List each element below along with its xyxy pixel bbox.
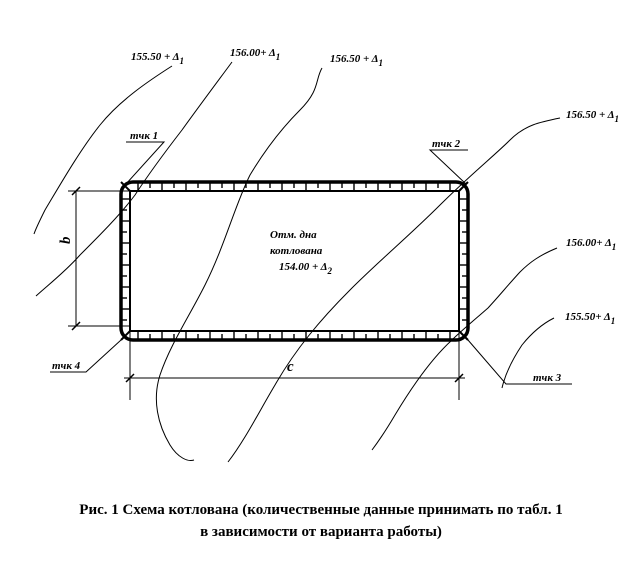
- corner-diagonal-4: [120, 330, 131, 341]
- contour-line-156-00-left: [35, 61, 233, 297]
- contour-line-155-50-right: [501, 317, 555, 389]
- leader-tchk-3: [467, 339, 572, 385]
- contour-line-156-50-right: [227, 117, 561, 463]
- corner-diagonal-3: [458, 330, 469, 341]
- leader-tchk-2: [428, 149, 468, 185]
- dim-c-label: c: [287, 359, 294, 375]
- contour-label-4: 156.50 + Δ1: [566, 109, 619, 124]
- point-label-3: тчк 3: [533, 372, 562, 384]
- contour-label-6: 155.50+ Δ1: [565, 311, 615, 326]
- contour-line-156-00-right: [371, 247, 558, 451]
- corner-diagonal-2: [458, 181, 469, 192]
- pit-bottom-elevation: 154.00 + Δ2: [279, 261, 333, 276]
- figure-caption-line-1: Рис. 1 Схема котлована (количественные д…: [79, 502, 563, 518]
- point-label-2: тчк 2: [432, 138, 461, 150]
- slope-hatching: [122, 183, 467, 339]
- dim-c-tick-right: [454, 373, 464, 383]
- dim-b-tick-bottom: [71, 321, 81, 331]
- pit-outer-boundary: [119, 180, 470, 342]
- pit-bottom-outline: [129, 190, 460, 332]
- point-label-1: тчк 1: [130, 130, 158, 142]
- corner-diagonal-1: [120, 181, 131, 192]
- contour-label-2: 156.00+ Δ1: [230, 47, 280, 62]
- contour-label-1: 155.50 + Δ1: [131, 51, 184, 66]
- pit-bottom-label-line1: Отм. дна: [270, 229, 317, 241]
- figure-caption-line-2: в зависимости от варианта работы): [200, 524, 442, 540]
- pit-bottom-label-line2: котлована: [270, 245, 323, 257]
- point-label-4: тчк 4: [52, 360, 81, 372]
- contour-line-155-50-left: [33, 65, 173, 235]
- contour-label-3: 156.50 + Δ1: [330, 53, 383, 68]
- dim-b-tick-top: [71, 186, 81, 196]
- contour-line-156-50-left: [155, 67, 323, 461]
- leader-tchk-1: [125, 141, 166, 185]
- leader-tchk-4: [50, 339, 122, 373]
- dim-b-label: b: [58, 236, 74, 244]
- dim-c-tick-left: [125, 373, 135, 383]
- contour-label-5: 156.00+ Δ1: [566, 237, 616, 252]
